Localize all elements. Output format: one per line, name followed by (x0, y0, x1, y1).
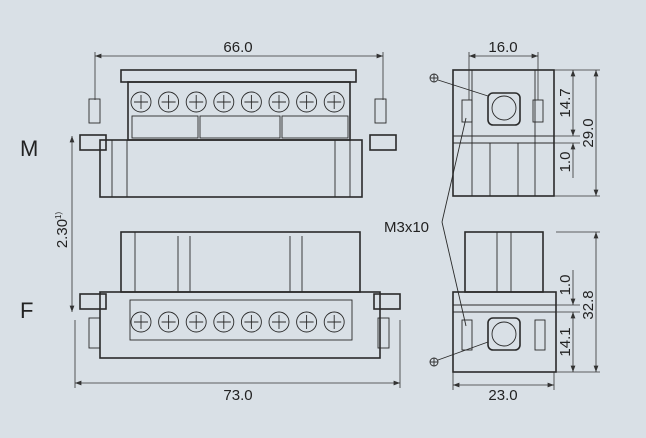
contact-screw-icon (268, 91, 290, 113)
ground-icon (429, 73, 489, 97)
contact-cross-icon (216, 95, 231, 109)
contact-screw-icon (296, 91, 318, 113)
contact-cross-icon (134, 95, 148, 109)
dim-side-width-male: 16.0 (488, 39, 517, 56)
screw-right-icon (369, 98, 397, 151)
dim-side-width-female: 23.0 (488, 387, 517, 404)
male-label: M (20, 136, 38, 161)
dim-width-male: 66.0 (223, 39, 252, 56)
contact-screw-icon (323, 91, 345, 113)
male-contacts (130, 91, 345, 113)
ground-icon (429, 341, 489, 367)
screw-callout-label: M3x10 (384, 219, 429, 236)
dim-male-gap: 1.0 (557, 152, 574, 173)
contact-cross-icon (134, 315, 148, 329)
female-side-view (452, 231, 557, 373)
contact-cross-icon (272, 315, 286, 329)
contact-cross-icon (244, 315, 259, 329)
contact-screw-icon (268, 311, 290, 333)
dimension-lines (69, 52, 600, 390)
contact-cross-icon (327, 315, 342, 329)
dim-female-total: 32.8 (580, 290, 597, 319)
dim-male-total: 29.0 (580, 118, 597, 147)
contact-screw-icon (185, 91, 207, 113)
male-side-view (452, 69, 555, 197)
contact-cross-icon (244, 95, 259, 109)
contact-screw-icon (323, 311, 345, 333)
contact-cross-icon (299, 95, 314, 109)
contact-cross-icon (161, 95, 176, 109)
female-contacts (130, 311, 345, 333)
contact-cross-icon (189, 95, 204, 109)
contact-screw-icon (158, 311, 180, 333)
dim-male-upper: 14.7 (557, 88, 574, 117)
contact-screw-icon (213, 311, 235, 333)
contact-cross-icon (299, 315, 314, 329)
contact-screw-icon (213, 91, 235, 113)
contact-screw-icon (240, 91, 262, 113)
female-front-view (79, 231, 401, 359)
dim-width-female: 73.0 (223, 387, 252, 404)
screw-left-icon (79, 98, 107, 151)
contact-screw-icon (130, 311, 152, 333)
screw-callout: M3x10 (384, 117, 467, 327)
dim-female-gap: 1.0 (557, 275, 574, 296)
male-front-view (79, 69, 397, 198)
dim-mating-distance: 2.301) (54, 212, 71, 249)
contact-screw-icon (158, 91, 180, 113)
contact-screw-icon (185, 311, 207, 333)
dim-female-lower: 14.1 (557, 327, 574, 356)
contact-screw-icon (130, 91, 152, 113)
female-label: F (20, 298, 33, 323)
contact-cross-icon (216, 315, 231, 329)
contact-screw-icon (240, 311, 262, 333)
contact-cross-icon (327, 95, 342, 109)
contact-cross-icon (161, 315, 176, 329)
contact-cross-icon (272, 95, 286, 109)
contact-cross-icon (189, 315, 204, 329)
contact-screw-icon (296, 311, 318, 333)
screw-left-icon (79, 293, 107, 349)
screw-right-icon (373, 293, 401, 349)
